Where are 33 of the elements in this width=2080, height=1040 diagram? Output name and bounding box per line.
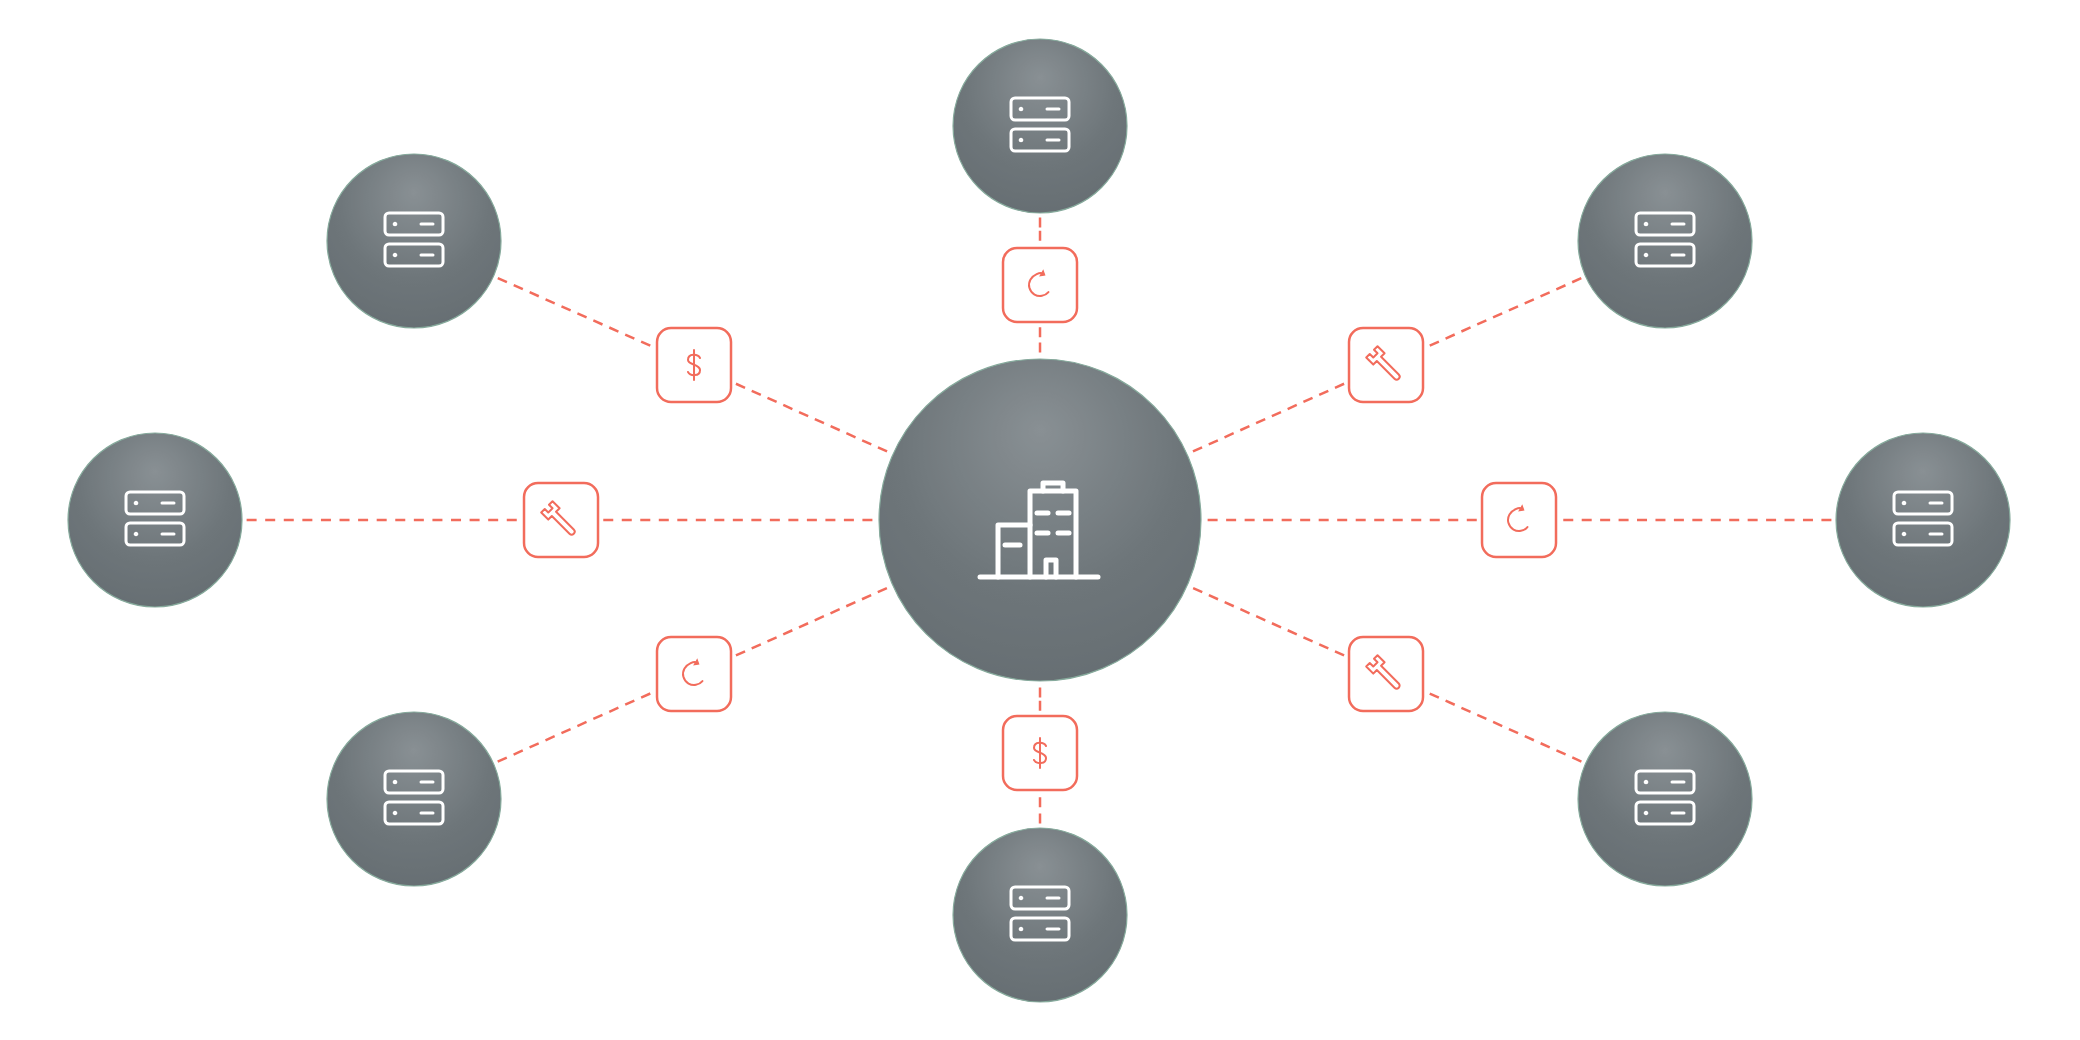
- node-circle: [878, 358, 1202, 682]
- dashed-connector: [1563, 518, 1832, 522]
- rounded-box: [1347, 326, 1425, 404]
- rounded-box: [1480, 481, 1558, 559]
- dashed-connector: [1192, 382, 1345, 453]
- dashed-connector: [497, 276, 651, 347]
- node-circle: [1577, 153, 1753, 329]
- node-circle: [1835, 432, 2011, 608]
- rounded-box: [522, 481, 600, 559]
- dashed-connector: [1038, 687, 1042, 711]
- dashed-connector: [1207, 518, 1477, 522]
- node-circle: [952, 38, 1128, 214]
- node-circle: [326, 711, 502, 887]
- rounded-box: [655, 635, 733, 713]
- dashed-connector: [1429, 277, 1582, 347]
- node-circle: [326, 153, 502, 329]
- node-circle: [952, 827, 1128, 1003]
- rounded-box: [655, 326, 733, 404]
- rounded-box: [1347, 635, 1425, 713]
- dashed-connector: [1429, 692, 1582, 763]
- dashed-connector: [1038, 327, 1042, 353]
- node-circle: [1577, 711, 1753, 887]
- node-circle: [67, 432, 243, 608]
- dashed-connector: [1038, 797, 1042, 824]
- dashed-connector: [1192, 587, 1345, 657]
- rounded-box: [1001, 246, 1079, 324]
- dashed-connector: [735, 587, 888, 657]
- dashed-connector: [603, 518, 873, 522]
- rounded-box: [1001, 714, 1079, 792]
- dashed-connector: [497, 692, 651, 763]
- dashed-connector: [246, 518, 517, 522]
- dashed-connector: [735, 382, 888, 453]
- dashed-connector: [1038, 217, 1042, 241]
